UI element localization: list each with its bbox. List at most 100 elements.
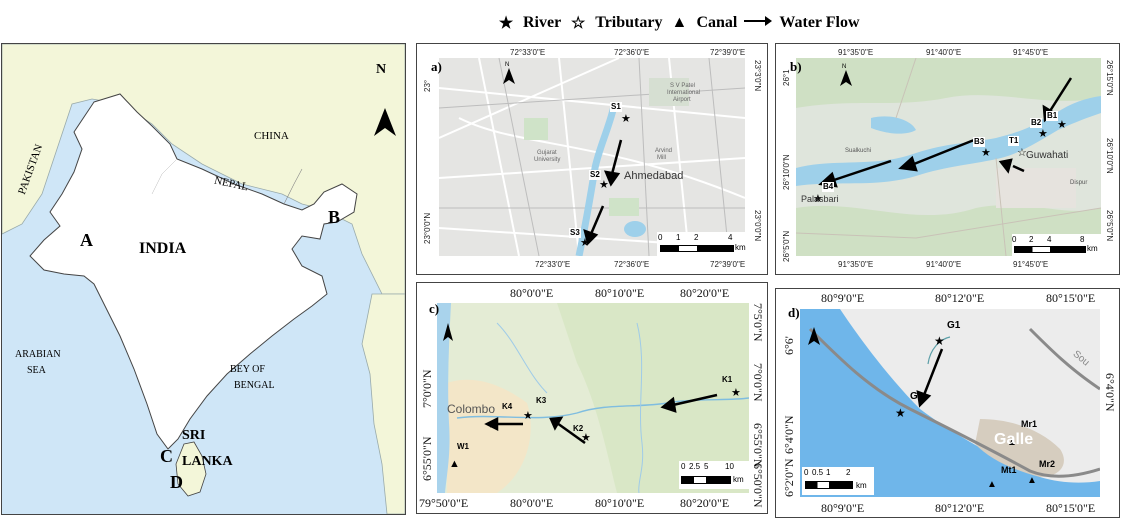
label-bay-of: BEY OF <box>230 364 265 375</box>
panel-d-left-coord-2: 6°4'0"N <box>782 415 796 454</box>
label-bengal: BENGAL <box>234 380 275 391</box>
panel-a-label: a) <box>431 59 442 74</box>
panel-a-bottom-coord-1: 72°33'0"E <box>535 260 571 269</box>
panel-d-bottom-coord-2: 80°12'0"E <box>935 501 985 515</box>
panel-b-north-arrow-icon <box>840 70 852 86</box>
site-b2-star-icon: ★ <box>1038 128 1048 140</box>
site-s1-star-icon: ★ <box>621 113 631 125</box>
panel-b-north: N <box>842 64 846 70</box>
panel-b-right-coord-2: 26°10'0"N <box>1105 138 1114 174</box>
panel-d-top-coord-1: 80°9'0"E <box>821 291 865 305</box>
india-map-svg <box>2 44 405 514</box>
panel-a-bottom-coord-2: 72°36'0"E <box>614 260 650 269</box>
panel-c-bottom-coord-3: 80°10'0"E <box>595 496 645 510</box>
panel-d-bottom-coord-3: 80°15'0"E <box>1046 501 1096 515</box>
panel-a-top-coord-1: 72°33'0"E <box>510 48 546 57</box>
site-g1: G1 <box>947 320 961 331</box>
label-mill-2: Mill <box>657 155 666 161</box>
neighbor-land <box>2 44 405 295</box>
site-b2: B2 <box>1030 118 1043 128</box>
site-mr2: Mr2 <box>1039 459 1056 469</box>
site-t1-star-icon: ☆ <box>1017 147 1027 159</box>
panel-d-top-coord-2: 80°12'0"E <box>935 291 985 305</box>
site-s3-star-icon: ★ <box>580 237 590 249</box>
panel-c-north-arrow-icon <box>443 323 453 341</box>
panel-a-left-coord-2: 23°0'0"N <box>423 212 432 244</box>
label-airport-1: S V Patel <box>670 83 696 89</box>
label-dispur: Dispur <box>1070 180 1088 186</box>
north-arrow-icon <box>374 108 396 136</box>
eastern-land <box>361 293 405 514</box>
panel-c-label: c) <box>429 301 440 316</box>
panel-b-guwahati: 91°35'0"E 91°40'0"E 91°45'0"E 91°35'0"E … <box>775 43 1120 275</box>
label-china: CHINA <box>254 130 289 142</box>
panel-a-top-coord-3: 72°39'0"E <box>710 48 746 57</box>
panel-b-scale-bar: 0 2 4 8 km <box>1012 234 1104 256</box>
panel-c-right-coord-2: 7°0'0"N <box>751 363 765 402</box>
panel-b-top-coord-1: 91°35'0"E <box>838 48 874 57</box>
label-airport-2: International <box>667 90 701 96</box>
panel-c-colombo: 80°0'0"E 80°10'0"E 80°20'0"E 79°50'0"E 8… <box>416 282 768 514</box>
panel-b-left-coord-3: 26°5'0"N <box>782 230 791 262</box>
site-k2-star-icon: ★ <box>581 432 591 444</box>
site-s2: S2 <box>589 170 601 180</box>
site-s3: S3 <box>569 228 581 238</box>
panel-c-map-frame: ★ ★ ★ ★ ▲ <box>437 303 749 493</box>
site-k2: K2 <box>573 424 584 433</box>
site-b3: B3 <box>973 137 986 147</box>
panel-c-bottom-coord-1: 79°50'0"E <box>419 496 469 510</box>
site-g2-star-icon: ★ <box>895 406 906 420</box>
canal-triangle-icon: ▲ <box>671 14 688 31</box>
panel-c-top-coord-1: 80°0'0"E <box>510 286 554 300</box>
river-star-icon: ★ <box>498 15 514 32</box>
site-k1: K1 <box>722 375 733 384</box>
panel-b-right-coord-1: 26°15'0"N <box>1105 60 1114 96</box>
panel-d-map-svg: ★ ★ ▲ ▲ ▲ <box>800 309 1100 497</box>
label-sualkuchi: Sualkuchi <box>845 148 872 154</box>
label-galle: Galle <box>994 431 1034 448</box>
panel-c-right-coord-3: 6°55'0"N <box>751 423 765 468</box>
site-s2-star-icon: ★ <box>599 179 609 191</box>
panel-b-top-coord-3: 91°45'0"E <box>1013 48 1049 57</box>
site-mr1-triangle-icon: ▲ <box>1007 437 1017 448</box>
panel-d-left-coord-3: 6°2'0"N <box>782 458 796 497</box>
legend-river: River <box>523 14 562 31</box>
panel-a-map-svg: N ★ ★ ★ <box>439 58 745 256</box>
marker-c: C <box>160 446 173 466</box>
india-overview-map: N PAKISTAN CHINA NEPAL INDIA SRI LANKA A… <box>1 43 406 515</box>
site-mt1-triangle-icon: ▲ <box>987 479 997 490</box>
legend-tributary: Tributary <box>595 14 663 31</box>
panel-b-label: b) <box>790 59 802 74</box>
site-b4: B4 <box>822 182 835 192</box>
panel-a-right-coord-2: 23°0'0"N <box>753 210 762 242</box>
panel-c-left-coord-2: 6°55'0"N <box>420 436 434 481</box>
site-w1-triangle-icon: ▲ <box>449 458 460 470</box>
panel-a-north: N <box>505 62 509 68</box>
panel-d-left-coord-1: 6°6' <box>782 336 796 355</box>
sri-lanka-land <box>175 441 207 497</box>
panel-b-right-coord-3: 26°5'0"N <box>1105 210 1114 242</box>
label-airport-3: Airport <box>673 97 691 103</box>
panel-d-bottom-coord-1: 80°9'0"E <box>821 501 865 515</box>
label-univ-2: University <box>534 157 561 163</box>
north-label: N <box>376 62 387 77</box>
label-sri: SRI <box>182 428 206 443</box>
site-g2: G2 <box>910 391 924 402</box>
site-mr2-triangle-icon: ▲ <box>1027 475 1037 486</box>
site-k3: K3 <box>536 396 547 405</box>
panel-d-right-coord-1: 6°4'0"N <box>1103 373 1117 412</box>
panel-b-bottom-coord-2: 91°40'0"E <box>926 260 962 269</box>
site-k4: K4 <box>502 402 513 411</box>
label-colombo: Colombo <box>447 402 496 416</box>
label-arabian-sea: SEA <box>27 365 46 376</box>
site-mr1: Mr1 <box>1021 419 1038 429</box>
panel-d-scale-bar: 0 0.5 1 2 km <box>802 467 874 495</box>
label-palasbari: Palasbari <box>801 194 839 204</box>
panel-d-galle: 80°9'0"E 80°12'0"E 80°15'0"E 80°9'0"E 80… <box>775 288 1120 518</box>
site-k3-star-icon: ★ <box>523 410 533 422</box>
panel-a-north-arrow-icon <box>503 68 515 84</box>
panel-c-bottom-coord-2: 80°0'0"E <box>510 496 554 510</box>
site-s1: S1 <box>610 102 622 112</box>
tributary-star-icon: ☆ <box>571 15 586 32</box>
legend-water-flow: Water Flow <box>779 14 860 31</box>
